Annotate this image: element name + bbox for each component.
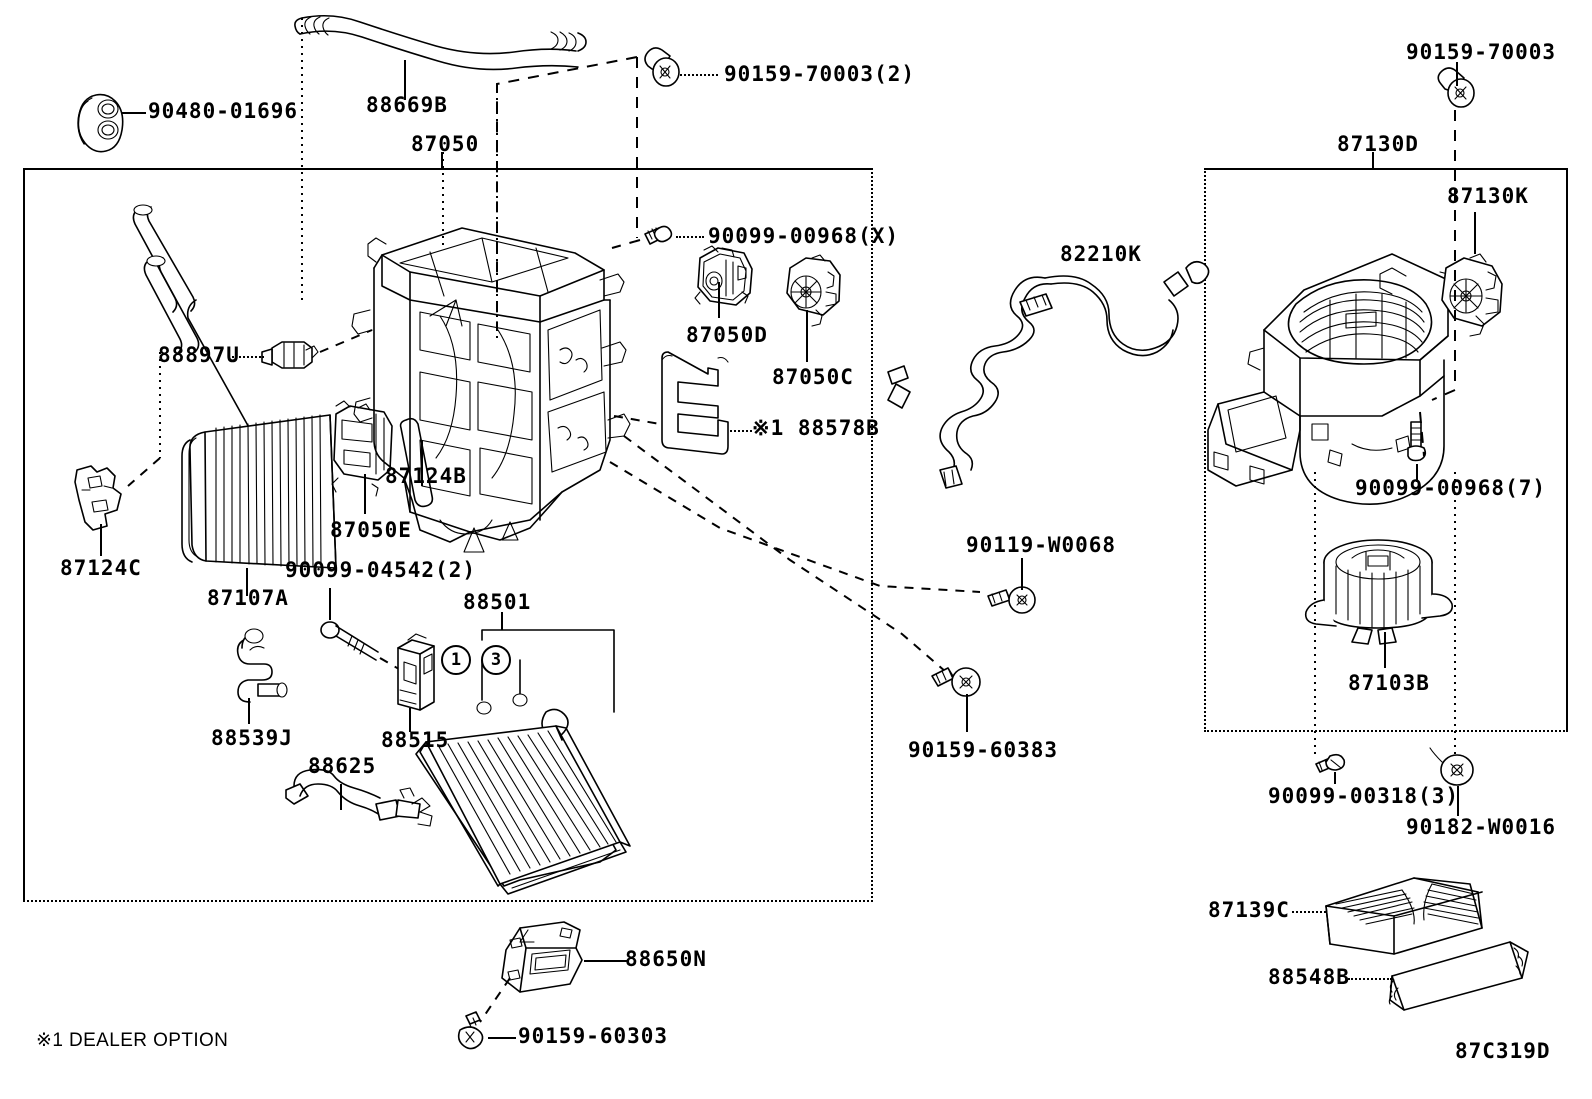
screw-90159-60383-art — [932, 668, 980, 696]
label-88515: 88515 — [381, 728, 450, 752]
leader-90119-w0068 — [1021, 558, 1023, 590]
leader-88578b — [730, 430, 752, 432]
leader-90099-00318 — [1334, 772, 1336, 784]
leader-90159-70003-2 — [680, 74, 718, 76]
leader-87103b — [1384, 632, 1386, 668]
leader-88650n — [584, 960, 628, 962]
leader-87050e — [364, 474, 366, 514]
leader-87050c — [806, 310, 808, 362]
label-87050d: 87050D — [686, 323, 768, 347]
leader-87124c — [100, 524, 102, 556]
leader-88625 — [340, 784, 342, 810]
label-90480-01696: 90480-01696 — [148, 99, 299, 123]
label-88650n: 88650N — [625, 947, 707, 971]
leader-87139c — [1292, 911, 1326, 913]
leader-88501 — [501, 612, 503, 630]
label-90159-60383: 90159-60383 — [908, 738, 1059, 762]
label-87107a: 87107A — [207, 586, 289, 610]
label-90119-w0068: 90119-W0068 — [966, 533, 1117, 557]
label-87050c: 87050C — [772, 365, 854, 389]
harness-82210k-art — [888, 262, 1209, 488]
blower-unit-group-frame — [1204, 168, 1568, 732]
hose-88669b-art — [295, 16, 586, 70]
bolt-90119-w0068-art — [988, 587, 1035, 613]
leader-90480 — [122, 112, 146, 114]
label-82210k: 82210K — [1060, 242, 1142, 266]
label-87124b: 87124B — [385, 464, 467, 488]
label-90099-04542-2: 90099-04542(2) — [285, 558, 477, 582]
label-88669b: 88669B — [366, 93, 448, 117]
leader-88539j — [248, 698, 250, 724]
nut-90182-w0016-art — [1430, 748, 1473, 785]
dealer-option-footnote: ※1 DEALER OPTION — [36, 1030, 229, 1051]
label-90099-00968-x: 90099-00968(X) — [708, 224, 900, 248]
label-90159-60303: 90159-60303 — [518, 1024, 669, 1048]
leader-87050 — [441, 152, 443, 170]
screw-90159-70003-2-art — [645, 48, 679, 86]
label-88539j: 88539J — [211, 726, 293, 750]
cabin-filter-87139c-art — [1326, 878, 1482, 954]
leader-88669b — [404, 60, 406, 100]
callout-item-3: 3 — [481, 645, 511, 675]
leader-88897u — [232, 356, 264, 358]
leader-88515 — [409, 708, 411, 732]
leader-90099-04542 — [329, 588, 331, 620]
amplifier-88650n-art — [502, 922, 582, 992]
seal-88548b-art — [1389, 942, 1528, 1010]
leader-87050d — [718, 282, 720, 318]
label-87139c: 87139C — [1208, 898, 1290, 922]
label-88897u: 88897U — [158, 343, 240, 367]
grommet-90480-art — [78, 95, 123, 152]
leader-88548b — [1348, 978, 1392, 980]
leader-87130d — [1372, 152, 1374, 170]
screw-90159-60303-art — [459, 1012, 483, 1049]
label-90099-00318-3: 90099-00318(3) — [1268, 784, 1460, 808]
callout-item-1: 1 — [441, 645, 471, 675]
label-87050e: 87050E — [330, 518, 412, 542]
label-90159-70003: 90159-70003 — [1406, 40, 1557, 64]
leader-90159-60303 — [488, 1037, 516, 1039]
label-90182-w0016: 90182-W0016 — [1406, 815, 1557, 839]
leader-90182-w0016 — [1457, 786, 1459, 816]
leader-90159-70003 — [1456, 62, 1458, 86]
label-87103b: 87103B — [1348, 671, 1430, 695]
label-88501: 88501 — [463, 590, 532, 614]
leader-87107a — [246, 568, 248, 596]
label-87050: 87050 — [411, 132, 480, 156]
label-87124c: 87124C — [60, 556, 142, 580]
leader-90159-60383 — [966, 694, 968, 732]
screw-90099-00318-3-art — [1316, 755, 1344, 772]
leader-87130k — [1474, 212, 1476, 254]
label-90159-70003-2: 90159-70003(2) — [724, 62, 916, 86]
label-88578b: ※1 88578B — [752, 416, 880, 440]
label-88548b: 88548B — [1268, 965, 1350, 989]
label-90099-00968-7: 90099-00968(7) — [1355, 476, 1547, 500]
leader-90099-00968-7 — [1416, 464, 1418, 482]
figure-code: 87C319D — [1455, 1039, 1551, 1063]
leader-90099-00968-x — [676, 236, 704, 238]
leader-87124b — [421, 440, 423, 486]
heater-unit-group-frame — [23, 168, 873, 902]
label-87130d: 87130D — [1337, 132, 1419, 156]
label-87130k: 87130K — [1447, 184, 1529, 208]
label-88625: 88625 — [308, 754, 377, 778]
